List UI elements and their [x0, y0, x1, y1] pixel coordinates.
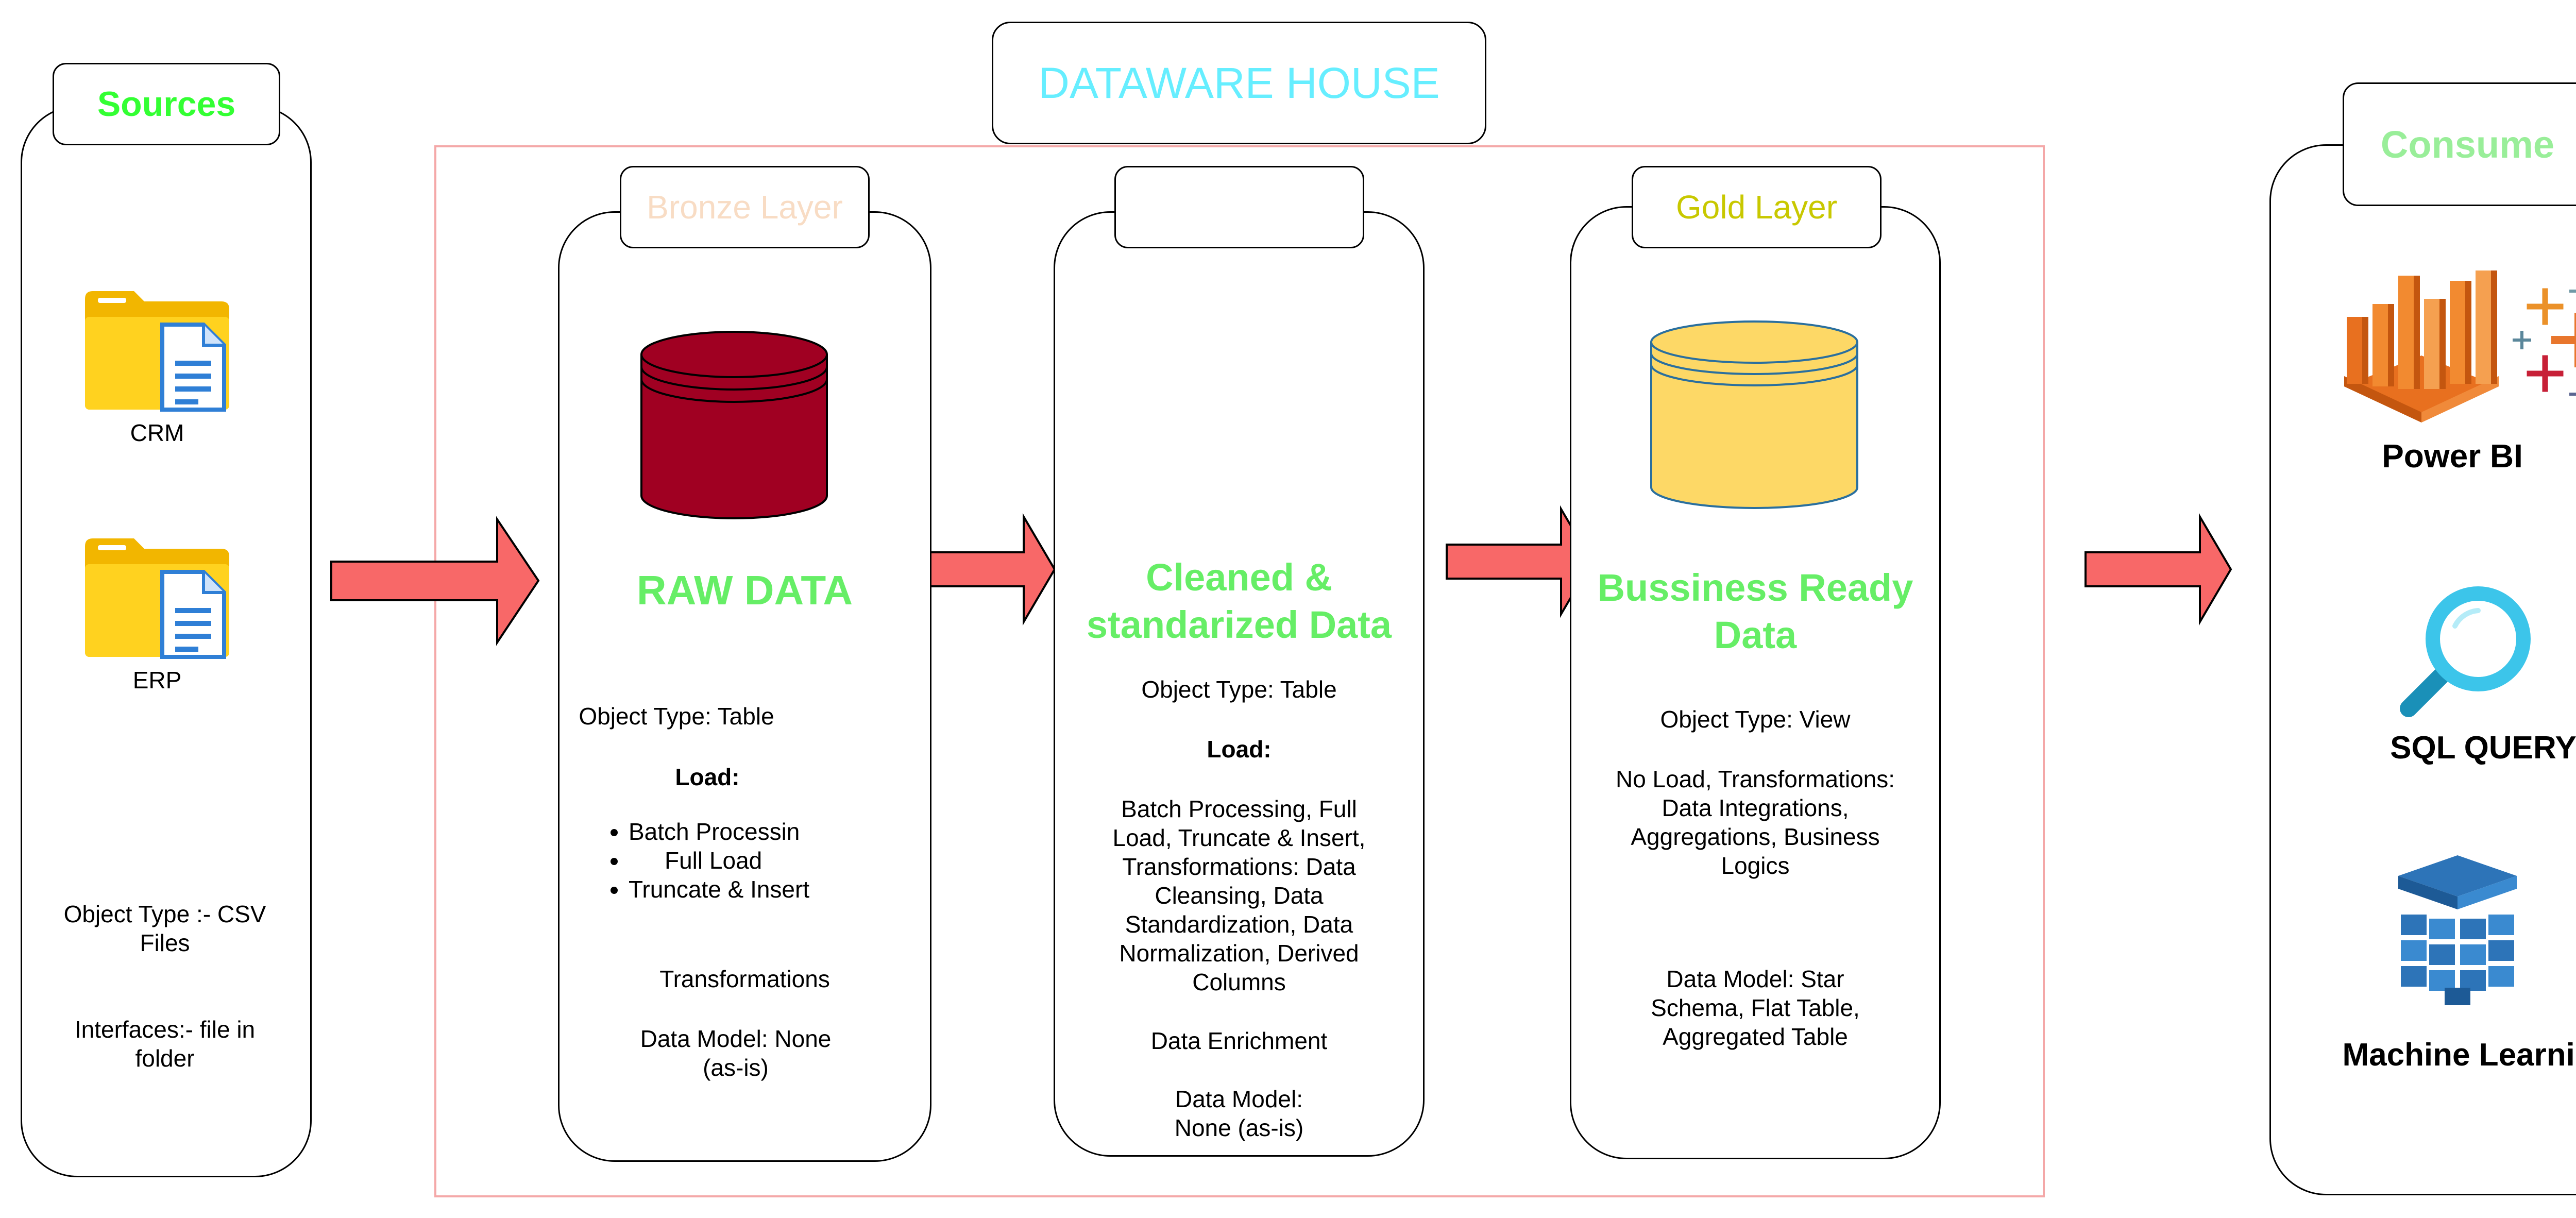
sources-interfaces: Interfaces:- file in folder	[74, 1016, 256, 1072]
warehouse-title: DATAWARE HOUSE	[1038, 58, 1440, 107]
bronze-load-item: Batch Processin	[629, 817, 902, 846]
crm-label: CRM	[130, 419, 184, 446]
consume-panel	[2269, 144, 2576, 1195]
gold-object-type: Object Type: View	[1660, 706, 1851, 733]
bronze-load-item: Truncate & Insert	[629, 875, 902, 904]
power-bi-icon	[2339, 268, 2504, 428]
bronze-transformations: Transformations	[659, 966, 830, 992]
silver-panel	[1054, 211, 1425, 1157]
sources-title-tab: Sources	[53, 63, 280, 145]
machine-learning-icon	[2396, 853, 2519, 1007]
raw-database-icon	[639, 330, 829, 520]
silver-enrichment: Data Enrichment	[1150, 1027, 1328, 1054]
gold-heading: Bussiness Ready Data	[1597, 566, 1913, 656]
crm-folder-icon	[82, 289, 232, 412]
tableau-icon	[2513, 281, 2576, 410]
bronze-tab-label: Bronze Layer	[647, 189, 843, 226]
sources-object-type: Object Type :- CSV Files	[63, 901, 266, 956]
arrow-gold-to-consume	[2084, 513, 2232, 626]
magnifier-icon	[2400, 582, 2535, 717]
consume-title: Consume	[2380, 123, 2555, 166]
silver-heading: Cleaned & standarized Data	[1086, 556, 1392, 646]
bronze-load-item: Full Load	[629, 846, 902, 875]
warehouse-boundary	[434, 145, 2045, 1197]
erp-folder-icon	[82, 536, 232, 659]
consume-title-tab: Consume	[2343, 82, 2576, 206]
sources-title: Sources	[97, 84, 236, 124]
gold-transformations: No Load, Transformations: Data Integrati…	[1615, 766, 1895, 879]
silver-load-text: Batch Processing, Full Load, Truncate & …	[1112, 796, 1366, 995]
bronze-data-model: Data Model: None (as-is)	[640, 1025, 832, 1081]
silver-data-model: Data Model: None (as-is)	[1174, 1086, 1304, 1141]
gold-database-icon	[1649, 319, 1860, 510]
silver-object-type: Object Type: Table	[1141, 676, 1337, 703]
sql-query-label: SQL QUERY	[2390, 730, 2576, 766]
power-bi-label: Power BI	[2382, 437, 2523, 475]
gold-tab: Gold Layer	[1632, 166, 1882, 248]
arrow-sources-to-bronze	[330, 516, 540, 646]
gold-data-model: Data Model: Star Schema, Flat Table, Agg…	[1651, 966, 1860, 1050]
silver-load-label: Load:	[1207, 736, 1272, 763]
bronze-heading: RAW DATA	[636, 567, 853, 613]
bronze-object-type: Object Type: Table	[579, 703, 774, 730]
bronze-load-label: Load:	[675, 764, 740, 790]
bronze-tab: Bronze Layer	[620, 166, 870, 248]
bronze-load-list: Batch Processin Full Load Truncate & Ins…	[592, 817, 902, 904]
erp-label: ERP	[132, 667, 182, 693]
gold-tab-label: Gold Layer	[1675, 189, 1838, 226]
silver-tab	[1114, 166, 1364, 248]
machine-learning-label: Machine Learning	[2342, 1037, 2576, 1073]
warehouse-title-tab: DATAWARE HOUSE	[992, 22, 1486, 144]
